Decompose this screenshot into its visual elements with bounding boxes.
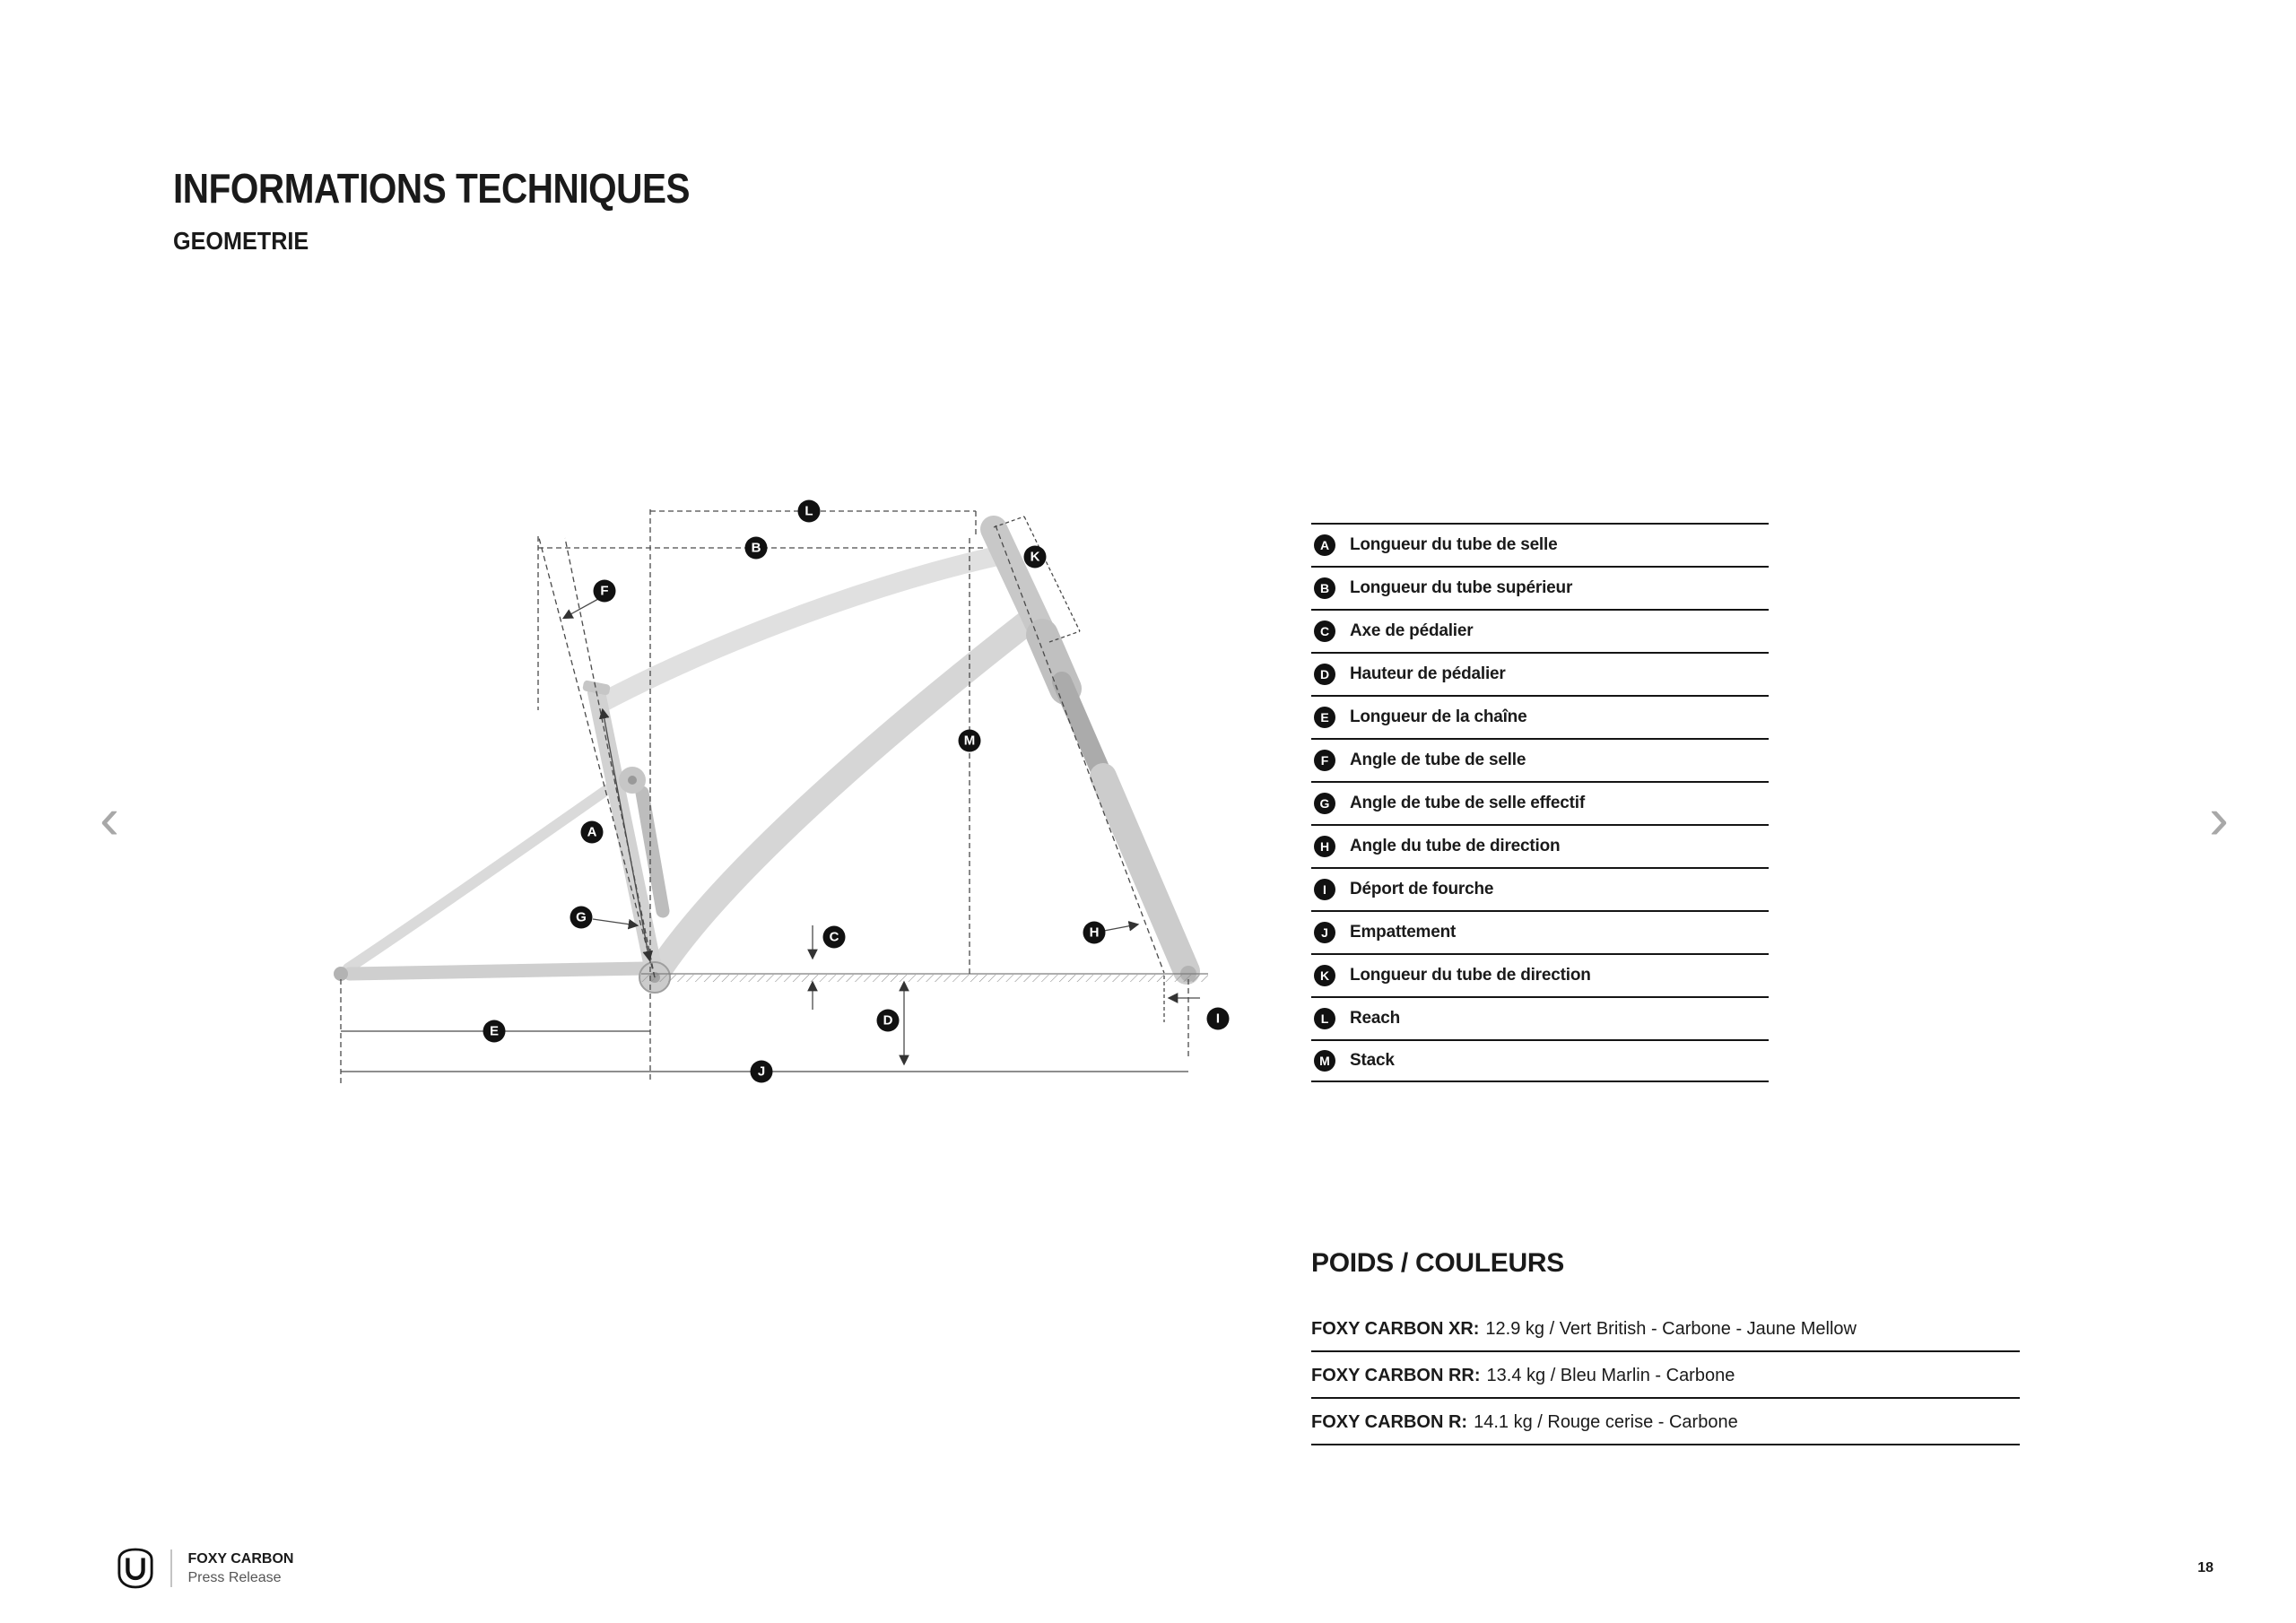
legend-key-badge: A (1314, 534, 1335, 556)
weight-value: 14.1 kg / Rouge cerise - Carbone (1474, 1412, 1738, 1432)
legend-label: Longueur du tube de direction (1350, 966, 1591, 985)
diagram-label-c: C (822, 925, 846, 949)
legend-key-badge: F (1314, 750, 1335, 771)
legend-row: G Angle de tube de selle effectif (1311, 781, 1769, 824)
geometry-legend: A Longueur du tube de selle B Longueur d… (1311, 523, 1769, 1082)
weights-table: FOXY CARBON XR:12.9 kg / Vert British - … (1311, 1306, 2020, 1445)
legend-label: Empattement (1350, 923, 1457, 942)
chevron-right-icon: › (2209, 785, 2229, 851)
legend-label: Angle du tube de direction (1350, 837, 1561, 855)
legend-label: Reach (1350, 1009, 1401, 1028)
diagram-label-m: M (958, 729, 981, 752)
legend-key-badge: L (1314, 1008, 1335, 1029)
footer-subtitle: Press Release (187, 1569, 282, 1585)
legend-row: B Longueur du tube supérieur (1311, 566, 1769, 609)
diagram-label-h: H (1083, 921, 1106, 944)
page-title: INFORMATIONS TECHNIQUES (173, 165, 691, 212)
legend-label: Longueur de la chaîne (1350, 707, 1527, 726)
legend-label: Angle de tube de selle (1350, 751, 1526, 769)
legend-key-badge: E (1314, 707, 1335, 728)
legend-row: A Longueur du tube de selle (1311, 523, 1769, 566)
prev-page-button[interactable]: ‹ (83, 782, 136, 854)
legend-row: M Stack (1311, 1039, 1769, 1082)
axle-line (641, 973, 1208, 982)
weight-model: FOXY CARBON RR: (1311, 1366, 1481, 1385)
legend-key-badge: H (1314, 836, 1335, 857)
weights-heading: POIDS / COULEURS (1311, 1248, 1564, 1278)
weight-model: FOXY CARBON XR: (1311, 1319, 1480, 1339)
bike-frame (343, 516, 1200, 985)
page-header: INFORMATIONS TECHNIQUES GEOMETRIE (173, 164, 761, 256)
weights-section: POIDS / COULEURS FOXY CARBON XR:12.9 kg … (1311, 1248, 2020, 1445)
page-subtitle: GEOMETRIE (173, 227, 309, 255)
legend-key-badge: B (1314, 577, 1335, 599)
legend-key-badge: C (1314, 621, 1335, 642)
footer-text: FOXY CARBON Press Release (188, 1551, 294, 1586)
legend-row: D Hauteur de pédalier (1311, 652, 1769, 695)
legend-label: Axe de pédalier (1350, 621, 1474, 640)
weight-row: FOXY CARBON XR:12.9 kg / Vert British - … (1311, 1306, 2020, 1352)
legend-key-badge: K (1314, 965, 1335, 986)
bike-frame-diagram (334, 509, 1208, 1083)
legend-label: Longueur du tube supérieur (1350, 578, 1573, 597)
chevron-left-icon: ‹ (100, 785, 119, 851)
diagram-label-g: G (570, 906, 593, 929)
legend-key-badge: M (1314, 1050, 1335, 1072)
legend-row: C Axe de pédalier (1311, 609, 1769, 652)
dimension-lines (340, 509, 1200, 1083)
footer-brand: FOXY CARBON (187, 1550, 294, 1567)
legend-row: L Reach (1311, 996, 1769, 1039)
diagram-label-a: A (580, 820, 604, 844)
next-page-button[interactable]: › (2192, 782, 2246, 854)
weight-value: 12.9 kg / Vert British - Carbone - Jaune… (1485, 1319, 1857, 1339)
weight-row: FOXY CARBON RR: 13.4 kg / Bleu Marlin - C… (1311, 1352, 2020, 1399)
legend-row: H Angle du tube de direction (1311, 824, 1769, 867)
legend-row: J Empattement (1311, 910, 1769, 953)
diagram-label-f: F (593, 579, 616, 603)
legend-key-badge: G (1314, 793, 1335, 814)
legend-row: E Longueur de la chaîne (1311, 695, 1769, 738)
legend-label: Déport de fourche (1350, 880, 1494, 898)
diagram-label-j: J (750, 1060, 773, 1083)
legend-label: Longueur du tube de selle (1350, 535, 1558, 554)
page-footer: FOXY CARBON Press Release 18 (117, 1539, 2213, 1598)
footer-divider (170, 1549, 172, 1587)
diagram-label-b: B (744, 536, 768, 560)
geometry-diagram: A B C D E F G H I J K L M (296, 484, 1292, 1094)
legend-row: K Longueur du tube de direction (1311, 953, 1769, 996)
diagram-label-l: L (797, 499, 821, 523)
diagram-label-e: E (483, 1020, 506, 1043)
weight-model: FOXY CARBON R: (1311, 1412, 1468, 1432)
page-number: 18 (2197, 1560, 2213, 1575)
mondraker-logo-icon (117, 1548, 154, 1589)
weight-value: 13.4 kg / Bleu Marlin - Carbone (1486, 1366, 1735, 1385)
legend-row: I Déport de fourche (1311, 867, 1769, 910)
legend-key-badge: J (1314, 922, 1335, 943)
legend-label: Angle de tube de selle effectif (1350, 794, 1585, 812)
legend-row: F Angle de tube de selle (1311, 738, 1769, 781)
diagram-label-k: K (1023, 545, 1047, 568)
diagram-label-d: D (876, 1009, 900, 1032)
legend-label: Hauteur de pédalier (1350, 664, 1506, 683)
weight-row: FOXY CARBON R: 14.1 kg / Rouge cerise - C… (1311, 1399, 2020, 1445)
legend-key-badge: D (1314, 664, 1335, 685)
legend-label: Stack (1350, 1051, 1395, 1070)
diagram-label-i: I (1206, 1007, 1230, 1030)
legend-key-badge: I (1314, 879, 1335, 900)
